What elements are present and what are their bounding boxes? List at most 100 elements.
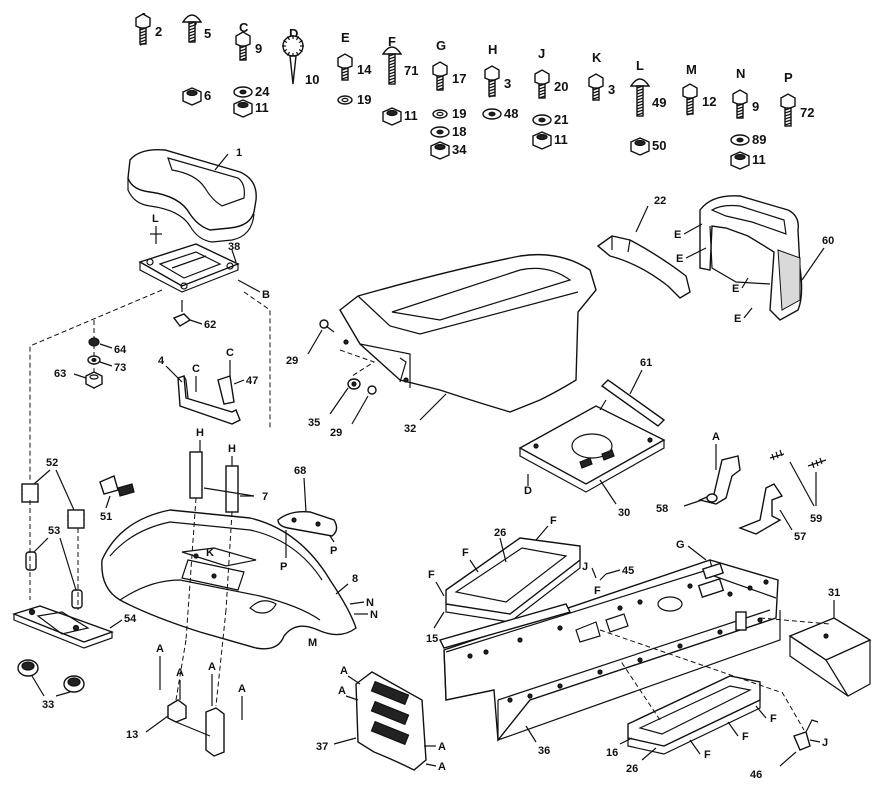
ref-letter-J2: J (822, 737, 828, 749)
callout-36: 36 (538, 745, 550, 757)
ref-letter-A3: A (208, 661, 216, 673)
bracket-13 (167, 699, 225, 757)
callout-35: 35 (308, 417, 320, 429)
hardware-callout-c-11: 11 (255, 100, 269, 115)
callout-13: 13 (126, 729, 138, 741)
ref-letter-N2: N (370, 609, 378, 621)
hardware-legend: A2B56C92411D10E1419F7111G17191834H348J20… (135, 10, 814, 170)
callout-seat: 1 (236, 147, 242, 159)
hardware-callout-k-3: 3 (608, 82, 615, 97)
ref-letter-B: B (262, 289, 270, 301)
frame-hole (517, 637, 523, 643)
frame-hole (727, 591, 733, 597)
frame-hole (687, 583, 693, 589)
washer-73 (87, 355, 101, 365)
callout-15: 15 (426, 633, 438, 645)
ref-letter-K: K (206, 547, 214, 559)
hardware-letter-k: K (592, 50, 602, 65)
frame-hole (467, 653, 473, 659)
hardware-letter-e: E (341, 30, 350, 45)
hardware-letter-h: H (488, 42, 497, 57)
hardware-a: A2 (135, 10, 162, 46)
ref-letter-F1: F (594, 585, 601, 597)
grille-22 (596, 235, 691, 299)
callout-46: 46 (750, 769, 762, 781)
hardware-callout-c-9: 9 (255, 41, 262, 56)
strip-61 (600, 379, 666, 427)
frame-hole (677, 643, 683, 649)
ref-letter-A2: A (176, 667, 184, 679)
frame-36 (443, 559, 781, 742)
hardware-letter-j: J (538, 46, 545, 61)
spring-59-b (807, 457, 827, 469)
ref-letter-N1: N (366, 597, 374, 609)
callout-51: 51 (100, 511, 112, 523)
ref-letter-A6: A (340, 665, 348, 677)
ref-letter-A4: A (238, 683, 246, 695)
frame-hole (507, 697, 513, 703)
callout-59: 59 (810, 513, 822, 525)
ref-letter-J1: J (582, 561, 588, 573)
callout-26b: 26 (626, 763, 638, 775)
bolt-29-top (319, 319, 335, 333)
callout-47: 47 (246, 375, 258, 387)
bracket-46 (793, 719, 819, 751)
nut-63 (85, 371, 103, 389)
hardware-callout-m-12: 12 (702, 94, 716, 109)
callout-29b: 29 (330, 427, 342, 439)
hardware-callout-e-14: 14 (357, 62, 372, 77)
callout-52: 52 (46, 457, 58, 469)
hardware-k: K3 (588, 50, 615, 101)
bracket-68 (277, 510, 338, 537)
callout-26a: 26 (494, 527, 506, 539)
ref-letter-A7: A (338, 685, 346, 697)
panel-37 (355, 671, 427, 771)
callout-63: 63 (54, 368, 66, 380)
callout-29a: 29 (286, 355, 298, 367)
hardware-callout-l-50: 50 (652, 138, 666, 153)
bolt-29-bottom (367, 385, 377, 395)
frame-hole (747, 585, 753, 591)
callout-7: 7 (262, 491, 268, 503)
frame-hole (637, 657, 643, 663)
hardware-letter-d: D (289, 26, 298, 41)
frame-hole (637, 599, 643, 605)
hardware-callout-n-89: 89 (752, 132, 766, 147)
ref-letter-A8: A (438, 741, 446, 753)
ref-letter-F7: F (770, 713, 777, 725)
ref-letter-F4: F (428, 569, 435, 581)
callout-seat-bracket: 38 (228, 241, 240, 253)
hardware-callout-g-18: 18 (452, 124, 466, 139)
ref-letter-G: G (676, 539, 685, 551)
ref-letter-F5: F (704, 749, 711, 761)
bracket-58 (697, 455, 741, 505)
bumper-33-left (17, 659, 39, 677)
callout-53: 53 (48, 525, 60, 537)
ref-letter-L: L (152, 213, 159, 225)
frame-hole (763, 579, 769, 585)
ref-letter-E2: E (676, 253, 683, 265)
frame-holes (467, 579, 769, 703)
ref-letter-E1: E (674, 229, 681, 241)
callout-58: 58 (656, 503, 668, 515)
plate-54 (11, 605, 115, 649)
spring-52-left (20, 483, 40, 503)
ref-letter-F6: F (742, 731, 749, 743)
callout-62: 62 (204, 319, 216, 331)
callout-60: 60 (822, 235, 834, 247)
hardware-letter-m: M (686, 62, 697, 77)
bushing-35 (347, 378, 361, 390)
frame-hole (557, 625, 563, 631)
spring-52-right (66, 509, 86, 529)
seat-bracket (138, 243, 240, 293)
hardware-callout-n-9: 9 (752, 99, 759, 114)
ref-letter-A9: A (438, 761, 446, 773)
spring-7-right (225, 465, 239, 513)
washer-64 (88, 337, 100, 347)
callout-61: 61 (640, 357, 652, 369)
bracket-57 (738, 483, 784, 535)
